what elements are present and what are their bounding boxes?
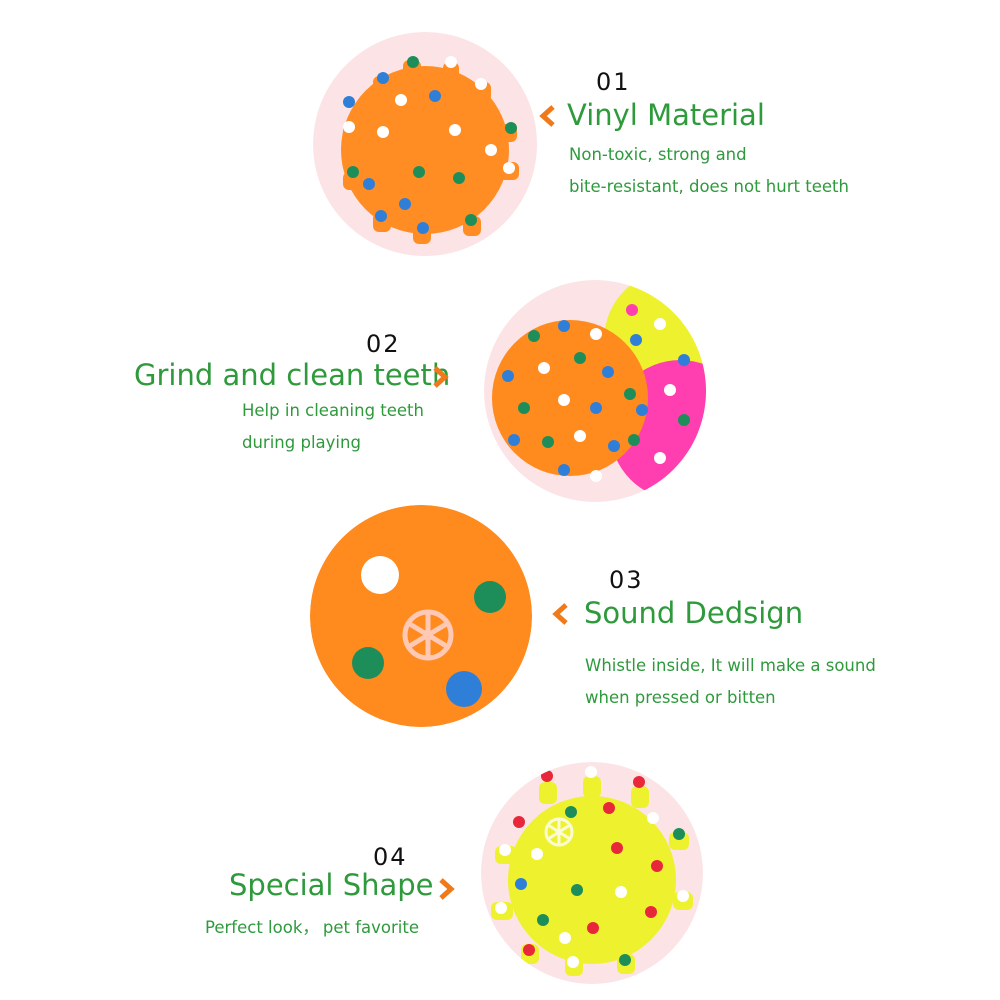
whistle-icon [402,609,454,661]
special-shape-ball-photo [481,762,703,984]
feature-description: Perfect look，pet favorite [205,912,419,944]
feature-title: Sound Dedsign [584,596,804,630]
whistle-ball-photo [310,505,532,727]
feature-description: Help in cleaning teeth during playing [242,395,424,459]
chevron-left-icon [552,603,568,625]
feature-title: Special Shape [229,868,434,902]
feature-title: Grind and clean teeth [134,358,451,392]
teeth-cleaning-balls-photo [484,280,706,502]
whistle-icon [544,817,574,847]
feature-description-line: Whistle inside, It will make a sound [585,656,876,675]
feature-description-line: Non-toxic, strong and [569,145,747,164]
feature-description-line: during playing [242,433,361,452]
chevron-right-icon [433,366,449,388]
feature-number: 04 [373,843,408,871]
feature-number: 01 [596,68,631,96]
feature-description: Non-toxic, strong and bite-resistant, do… [569,139,849,203]
chevron-left-icon [539,105,555,127]
feature-number: 03 [609,566,644,594]
feature-description-part: pet favorite [322,918,419,937]
vinyl-ball-photo [313,32,538,257]
feature-description: Whistle inside, It will make a sound whe… [585,650,876,714]
feature-description-line: when pressed or bitten [585,688,776,707]
feature-description-line: Help in cleaning teeth [242,401,424,420]
chevron-right-icon [439,878,455,900]
feature-title: Vinyl Material [567,98,765,132]
feature-description-line: bite-resistant, does not hurt teeth [569,177,849,196]
feature-number: 02 [366,330,401,358]
feature-description-part: Perfect look， [205,918,319,937]
